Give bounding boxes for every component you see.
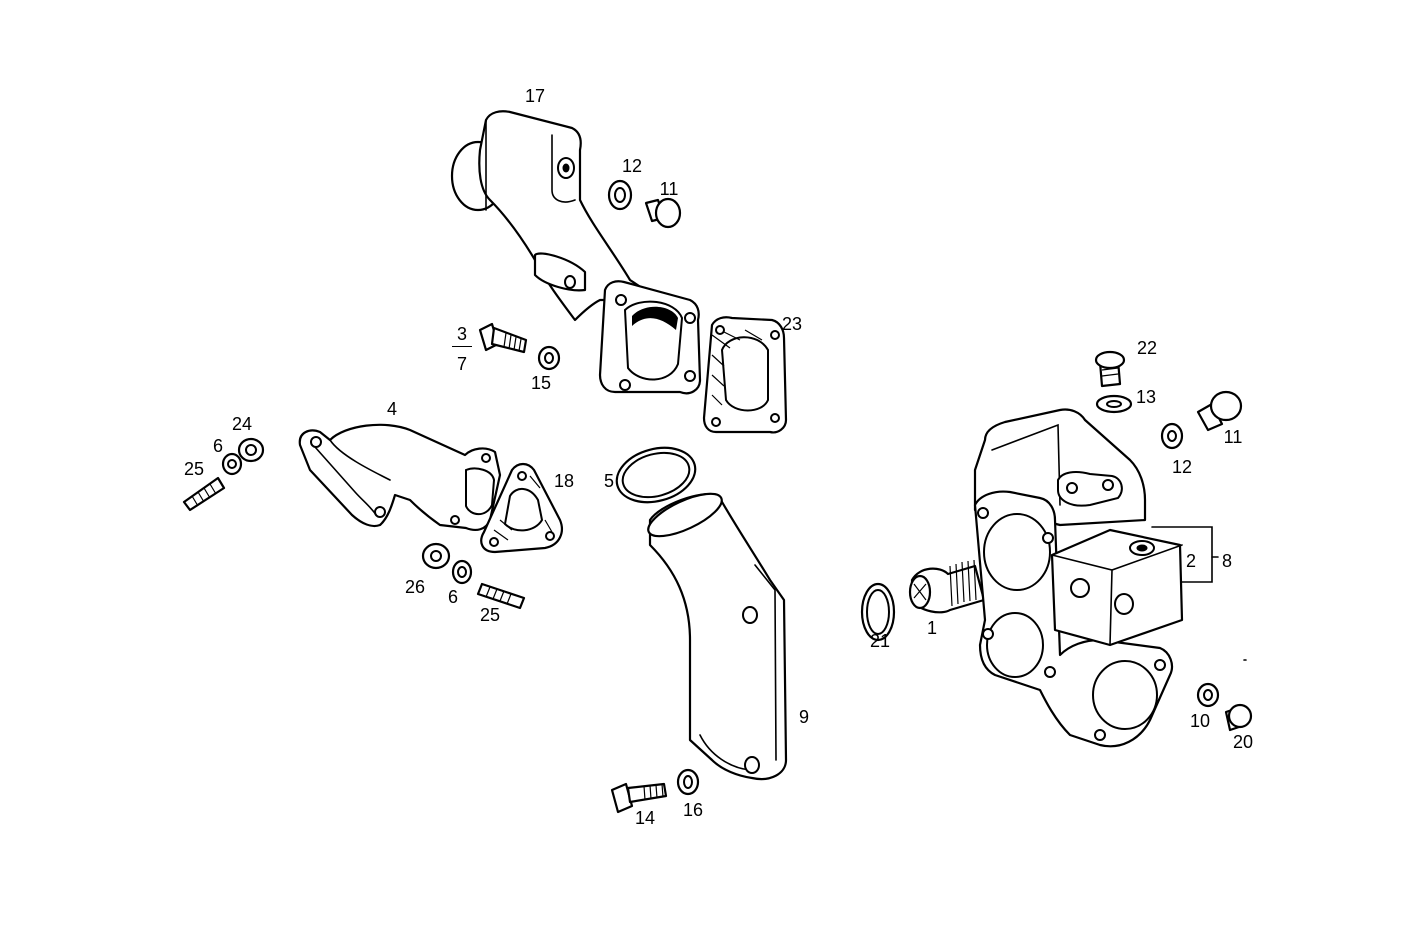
part-6-washer-left	[221, 452, 243, 476]
part-18-gasket	[480, 462, 563, 554]
bracket-2-8	[1151, 526, 1219, 583]
label-20: 20	[1232, 732, 1254, 752]
label-8: 8	[1221, 551, 1233, 571]
label-9: 9	[798, 707, 810, 727]
part-11-plug-right	[1196, 390, 1243, 432]
part-10-washer	[1196, 682, 1220, 708]
label-18: 18	[553, 471, 575, 491]
label-24: 24	[231, 414, 253, 434]
part-21-seal-ring	[860, 582, 896, 642]
part-14-bolt	[610, 782, 668, 814]
part-12-washer-right	[1160, 422, 1184, 450]
part-17-elbow-housing	[450, 110, 702, 395]
label-5: 5	[603, 471, 615, 491]
label-21: 21	[869, 631, 891, 651]
part-3-bolt	[478, 322, 528, 354]
part-5-o-ring	[615, 446, 697, 504]
part-9-pipe	[647, 492, 788, 781]
label-2: 2	[1185, 551, 1197, 571]
label-17: 17	[524, 86, 546, 106]
label-11-right: 11	[1223, 427, 1243, 447]
label-6-left: 6	[212, 436, 224, 456]
label-4: 4	[386, 399, 398, 419]
label-13: 13	[1135, 387, 1157, 407]
label-25-lower: 25	[479, 605, 501, 625]
part-25-stud-lower	[476, 582, 526, 610]
part-12-washer-upper	[607, 179, 633, 211]
label-26: 26	[404, 577, 426, 597]
part-2-thermostat-housing	[973, 408, 1184, 748]
part-25-stud-left	[182, 476, 226, 512]
label-7: 7	[456, 354, 468, 374]
label-11-upper: 11	[659, 179, 679, 199]
fraction-line-3-7	[452, 346, 472, 347]
label-15: 15	[530, 373, 552, 393]
label-12-upper: 12	[621, 156, 643, 176]
part-22-plug	[1094, 350, 1126, 388]
part-16-washer	[676, 768, 700, 796]
part-23-gasket	[702, 316, 788, 434]
label-25-left: 25	[183, 459, 205, 479]
part-6-washer-lower	[451, 559, 473, 585]
part-26-nut	[421, 542, 451, 570]
label-10: 10	[1189, 711, 1211, 731]
part-20-plug	[1224, 703, 1253, 732]
label-12-right: 12	[1171, 457, 1193, 477]
label-14: 14	[634, 808, 656, 828]
label-22: 22	[1136, 338, 1158, 358]
label-23: 23	[781, 314, 803, 334]
label-1: 1	[926, 618, 938, 638]
label-16: 16	[682, 800, 704, 820]
label-6-lower: 6	[447, 587, 459, 607]
part-1-thermostat	[908, 559, 986, 614]
part-4-lower-elbow	[298, 423, 502, 531]
part-15-washer	[537, 345, 561, 371]
part-24-nut-left	[237, 437, 265, 463]
part-13-washer	[1095, 394, 1133, 414]
part-11-plug-upper	[644, 197, 682, 229]
label-3: 3	[456, 324, 468, 344]
